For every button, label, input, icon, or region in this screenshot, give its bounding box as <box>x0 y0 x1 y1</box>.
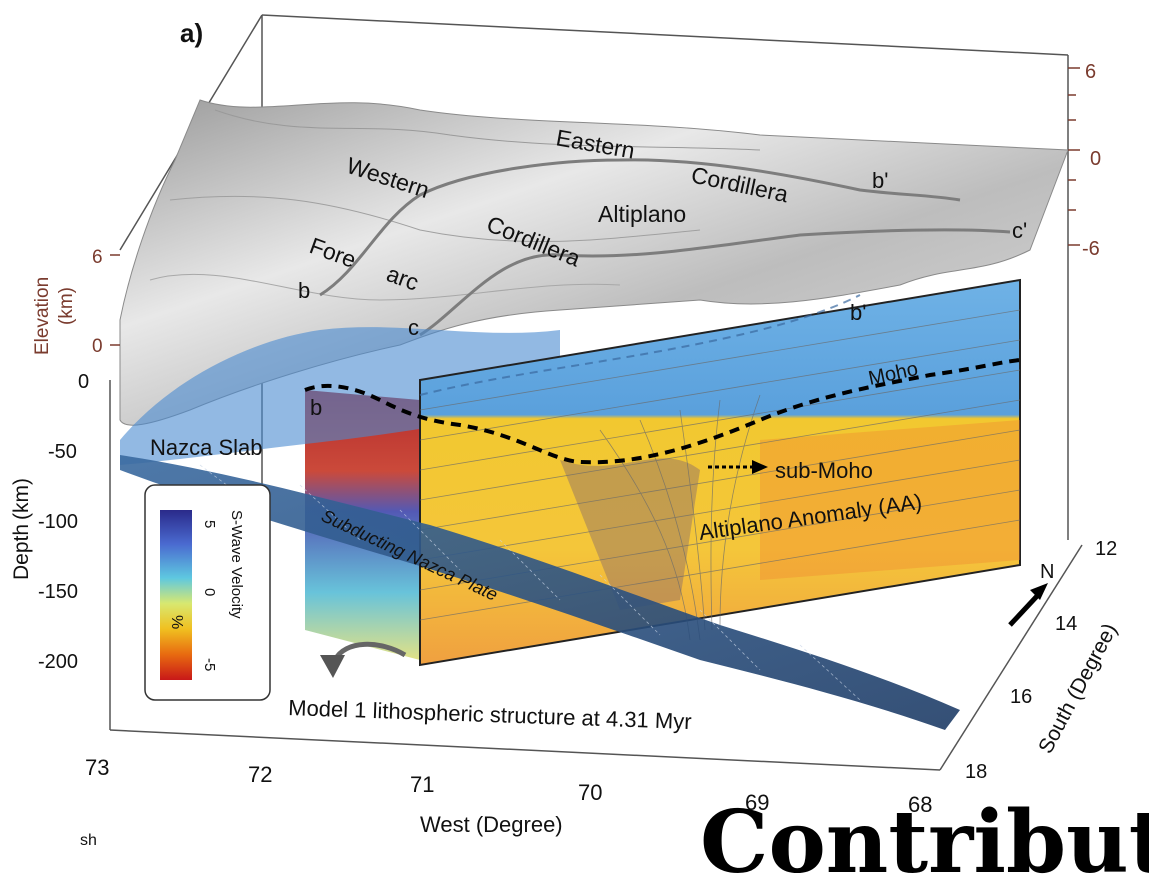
elevation-left-tick-0: 0 <box>92 336 103 357</box>
section-b-prime: b' <box>850 300 866 325</box>
colorbar-mid-label: 0 <box>201 588 218 596</box>
west-tick-72: 72 <box>248 762 272 787</box>
north-arrow: N <box>1008 561 1054 627</box>
colorbar-top-label: 5 <box>201 520 218 528</box>
profile-b-prime: b' <box>872 168 888 193</box>
profile-c-prime: c' <box>1012 218 1027 243</box>
caption: Model 1 lithospheric structure at 4.31 M… <box>288 695 692 734</box>
depth-tick-0: 0 <box>78 371 89 393</box>
profile-c: c <box>408 315 419 340</box>
profile-b: b <box>298 278 310 303</box>
label-altiplano: Altiplano <box>598 201 686 227</box>
west-axis: 73 72 71 70 69 68 West (Degree) <box>85 755 932 837</box>
depth-tick-150: -150 <box>38 581 78 603</box>
footer-large-text: Contributi <box>700 792 1149 893</box>
profile-labels: b b' c c' b b' <box>298 168 1027 420</box>
rotation-arrow <box>320 641 407 678</box>
west-tick-68: 68 <box>908 792 932 817</box>
elevation-unit: (km) <box>56 287 77 325</box>
depth-title: Depth <box>10 524 33 580</box>
west-tick-71: 71 <box>410 772 434 797</box>
depth-tick-200: -200 <box>38 651 78 673</box>
colorbar-gradient <box>160 510 192 680</box>
west-tick-70: 70 <box>578 780 602 805</box>
nazca-slab-surface <box>120 327 560 465</box>
section-b: b <box>310 395 322 420</box>
elevation-right-axis <box>1068 67 1080 246</box>
elevation-left-axis: Elevation (km) 6 0 <box>32 247 120 357</box>
figure-canvas: N 5 0 -5 % S-Wave Velocity a) Elevation … <box>10 14 1122 837</box>
colorbar-bottom-label: -5 <box>201 658 218 671</box>
label-nazca-slab: Nazca Slab <box>150 435 263 460</box>
south-tick-16: 16 <box>1010 686 1032 708</box>
depth-tick-50: -50 <box>48 441 77 463</box>
footer-small-text: sh <box>80 832 97 849</box>
subducting-slab <box>120 455 960 730</box>
south-tick-18: 18 <box>965 761 987 783</box>
south-title: South (Degree) <box>1034 620 1122 758</box>
panel-label: a) <box>180 18 203 48</box>
colorbar-title: S-Wave Velocity <box>228 510 245 619</box>
elevation-right-tick-6: 6 <box>1085 61 1096 83</box>
colorbar-unit: % <box>168 615 185 629</box>
elevation-right-tick-neg6: -6 <box>1082 238 1100 260</box>
colorbar-legend: 5 0 -5 % S-Wave Velocity <box>144 484 271 701</box>
label-sub-moho: sub-Moho <box>775 458 873 483</box>
elevation-right-tick-0: 0 <box>1090 148 1101 170</box>
west-tick-69: 69 <box>745 790 769 815</box>
cross-section-panel <box>304 278 1021 667</box>
elevation-left-tick-6: 6 <box>92 247 103 268</box>
south-tick-14: 14 <box>1055 613 1077 635</box>
depth-tick-100: -100 <box>38 511 78 533</box>
depth-unit: (km) <box>10 478 33 520</box>
north-label: N <box>1040 561 1054 583</box>
south-tick-12: 12 <box>1095 538 1117 560</box>
elevation-title: Elevation <box>32 277 53 355</box>
west-title: West (Degree) <box>420 812 563 837</box>
west-tick-73: 73 <box>85 755 109 780</box>
depth-axis: Depth (km) 0 -50 -100 -150 -200 <box>10 371 89 673</box>
